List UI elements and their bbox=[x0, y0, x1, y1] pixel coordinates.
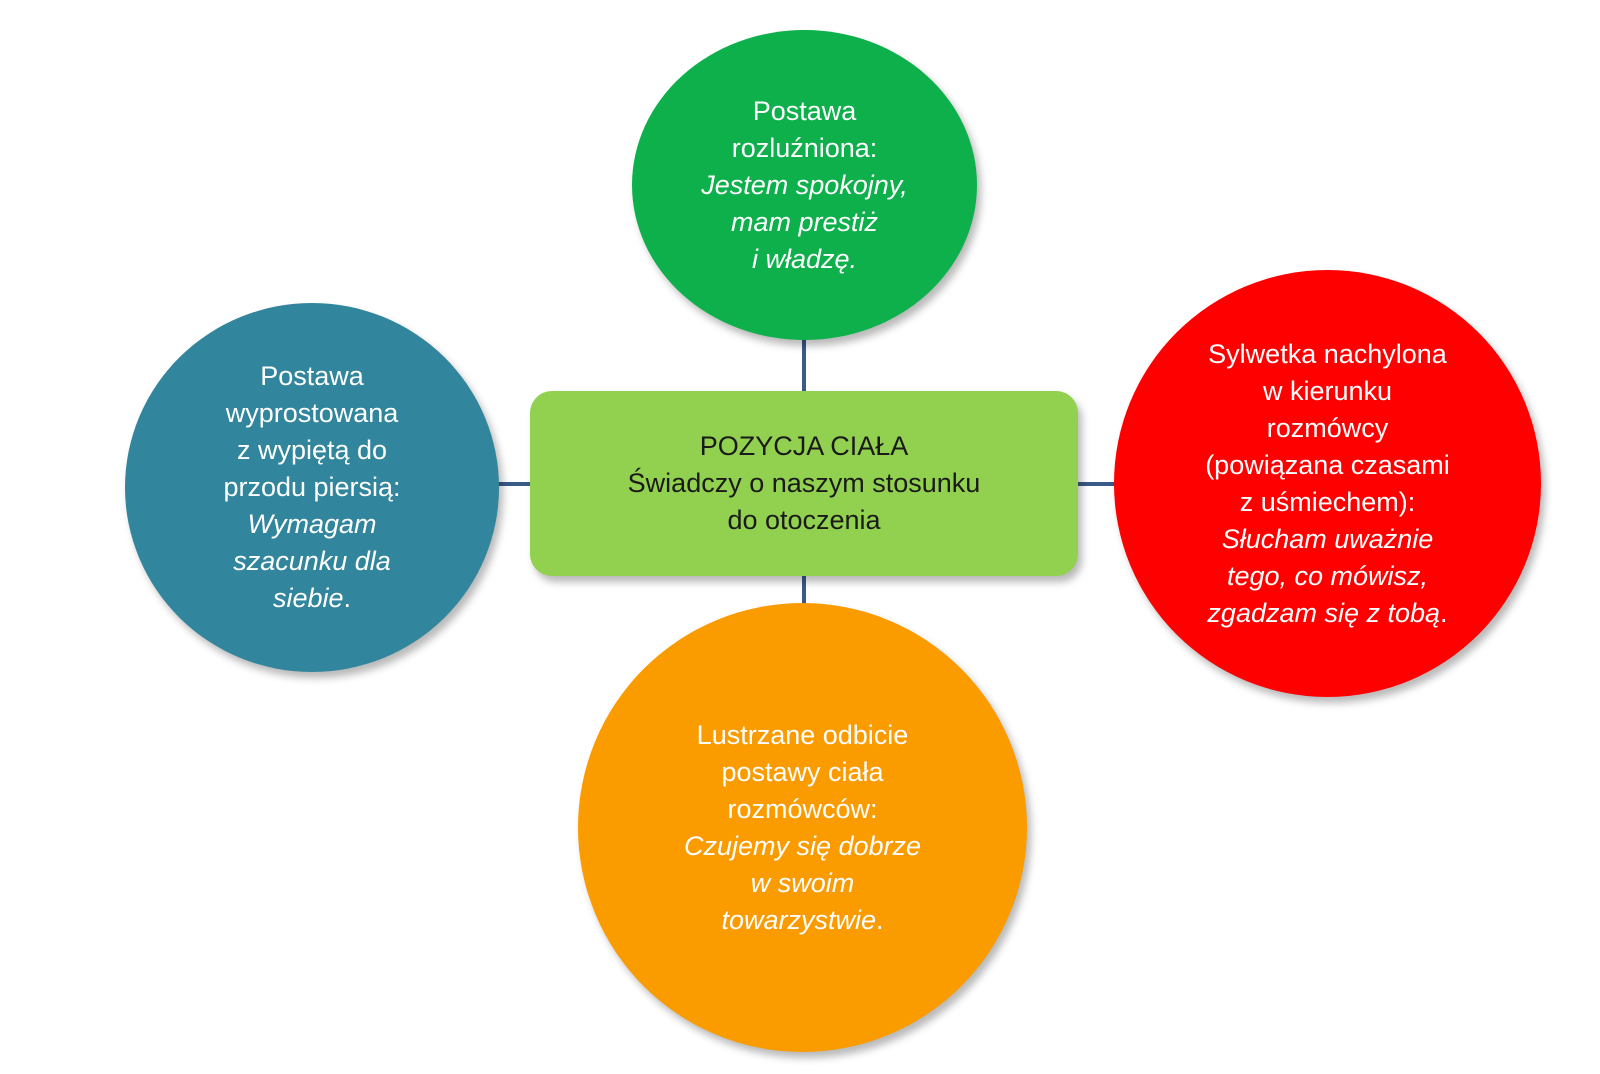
node-upright-posture: Postawa wyprostowana z wypiętą do przodu… bbox=[125, 303, 499, 672]
node-leaning-meaning-3-italic: zgadzam się z tobą bbox=[1207, 597, 1441, 628]
node-relaxed-meaning-2: mam prestiż bbox=[730, 206, 879, 237]
central-topic-subtitle-2: do otoczenia bbox=[727, 505, 881, 535]
node-mirroring-meaning-3: towarzystwie. bbox=[721, 902, 883, 939]
node-relaxed-meaning-3: i władzę. bbox=[751, 243, 858, 274]
node-upright-title-4: przodu piersią: bbox=[223, 472, 401, 502]
node-leaning-meaning-2: tego, co mówisz, bbox=[1226, 560, 1429, 591]
node-upright-meaning-1: Wymagam bbox=[247, 509, 377, 539]
node-relaxed-title-1: Postawa bbox=[752, 95, 857, 126]
node-mirroring-meaning-3-italic: towarzystwie bbox=[721, 904, 877, 935]
node-mirroring-meaning-2: w swoim bbox=[750, 867, 855, 898]
node-mirroring-meaning-1: Czujemy się dobrze bbox=[683, 830, 922, 861]
node-upright-meaning-3-italic: siebie bbox=[272, 583, 344, 613]
node-upright-title-2: wyprostowana bbox=[225, 398, 399, 428]
central-topic-box: POZYCJA CIAŁA Świadczy o naszym stosunku… bbox=[530, 391, 1078, 576]
node-mirroring-title-1: Lustrzane odbicie bbox=[696, 719, 909, 750]
node-leaning-meaning-1: Słucham uważnie bbox=[1221, 523, 1434, 554]
node-leaning-title-3: rozmówcy bbox=[1266, 412, 1389, 443]
node-leaning-title-2: w kierunku bbox=[1262, 375, 1393, 406]
node-mirroring-title-3: rozmówców: bbox=[727, 793, 878, 824]
node-leaning-meaning-3-period: . bbox=[1440, 597, 1448, 628]
node-leaning-title-4: (powiązana czasami bbox=[1205, 449, 1450, 480]
node-upright-title-3: z wypiętą do bbox=[236, 435, 388, 465]
node-mirroring-meaning-3-period: . bbox=[876, 904, 884, 935]
node-mirroring-title-2: postawy ciała bbox=[721, 756, 884, 787]
node-relaxed-title-2: rozluźniona: bbox=[731, 132, 878, 163]
node-upright-title-1: Postawa bbox=[260, 361, 364, 391]
central-topic-title: POZYCJA CIAŁA bbox=[699, 431, 909, 461]
node-upright-meaning-3: siebie. bbox=[273, 580, 351, 617]
node-leaning-meaning-3: zgadzam się z tobą. bbox=[1207, 595, 1447, 632]
node-mirroring-posture: Lustrzane odbicie postawy ciała rozmówcó… bbox=[578, 603, 1027, 1052]
node-leaning-title-1: Sylwetka nachylona bbox=[1208, 338, 1447, 369]
node-relaxed-posture: Postawa rozluźniona: Jestem spokojny, ma… bbox=[632, 30, 977, 340]
node-relaxed-meaning-1: Jestem spokojny, bbox=[701, 169, 908, 200]
node-upright-meaning-2: szacunku dla bbox=[233, 546, 391, 576]
central-topic-subtitle-1: Świadczy o naszym stosunku bbox=[627, 468, 981, 498]
node-leaning-posture: Sylwetka nachylona w kierunku rozmówcy (… bbox=[1114, 270, 1541, 697]
node-upright-meaning-3-period: . bbox=[343, 583, 352, 613]
node-leaning-title-5: z uśmiechem): bbox=[1239, 486, 1416, 517]
